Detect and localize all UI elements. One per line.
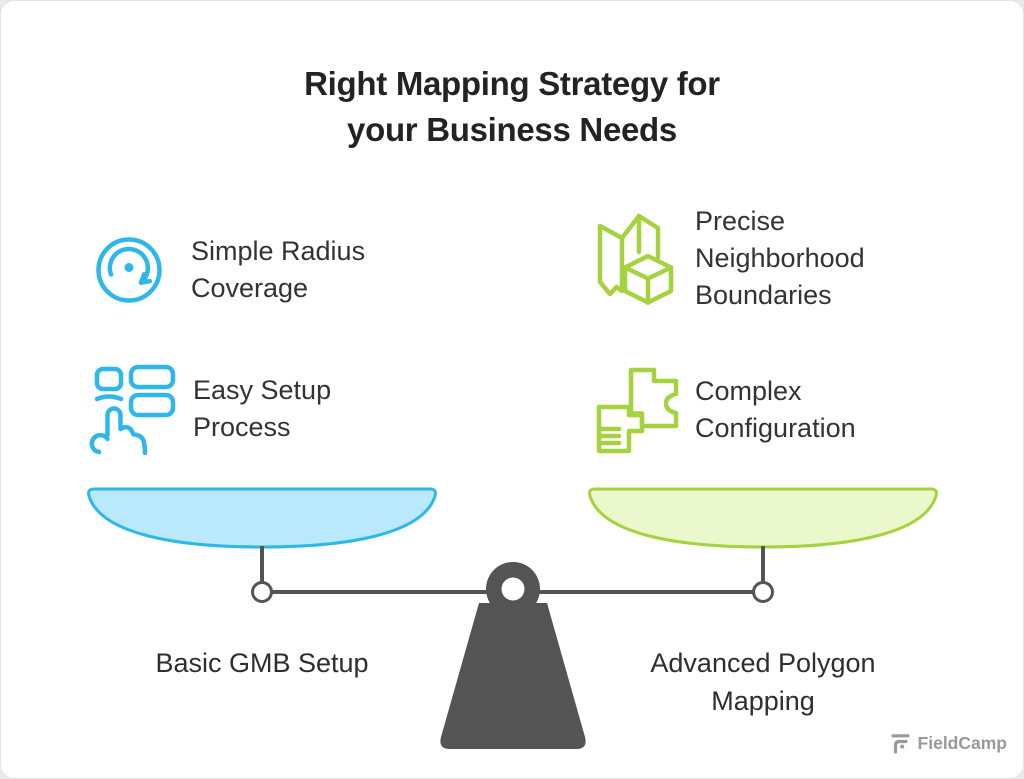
feature-easy-setup-label: Easy Setup Process xyxy=(193,375,332,442)
feature-easy-setup: Easy Setup Process xyxy=(87,363,331,455)
feature-simple-radius-label: Simple Radius Coverage xyxy=(191,236,366,303)
feature-complex-configuration: Complex Configuration xyxy=(591,365,856,455)
brand-name: FieldCamp xyxy=(917,732,1007,753)
left-pan-label: Basic GMB Setup xyxy=(155,648,369,678)
easy-setup-icon xyxy=(89,364,176,455)
page-title: Right Mapping Strategy for your Business… xyxy=(1,61,1023,153)
left-pivot-joint xyxy=(251,581,273,603)
right-pan-hanger xyxy=(761,546,765,584)
radius-coverage-icon xyxy=(96,237,162,303)
brand-logo: FieldCamp xyxy=(889,732,1007,754)
feature-complex-configuration-label: Complex Configuration xyxy=(695,376,856,443)
page-title-line2: your Business Needs xyxy=(347,111,677,149)
feature-simple-radius: Simple Radius Coverage xyxy=(93,233,365,307)
left-pan-hanger xyxy=(260,546,264,584)
right-scale-pan xyxy=(588,487,938,549)
left-scale-pan xyxy=(87,487,437,549)
right-pan-label: Advanced Polygon Mapping xyxy=(650,648,876,716)
fieldcamp-logo-icon xyxy=(890,734,910,754)
neighborhood-boundaries-icon xyxy=(597,213,674,305)
feature-precise-boundaries-label: Precise Neighborhood Boundaries xyxy=(695,206,865,310)
right-pivot-joint xyxy=(752,581,774,603)
scale-fulcrum xyxy=(440,562,586,749)
feature-precise-boundaries: Precise Neighborhood Boundaries xyxy=(591,203,865,314)
complex-configuration-icon xyxy=(596,367,679,454)
page-title-line1: Right Mapping Strategy for xyxy=(304,65,720,103)
